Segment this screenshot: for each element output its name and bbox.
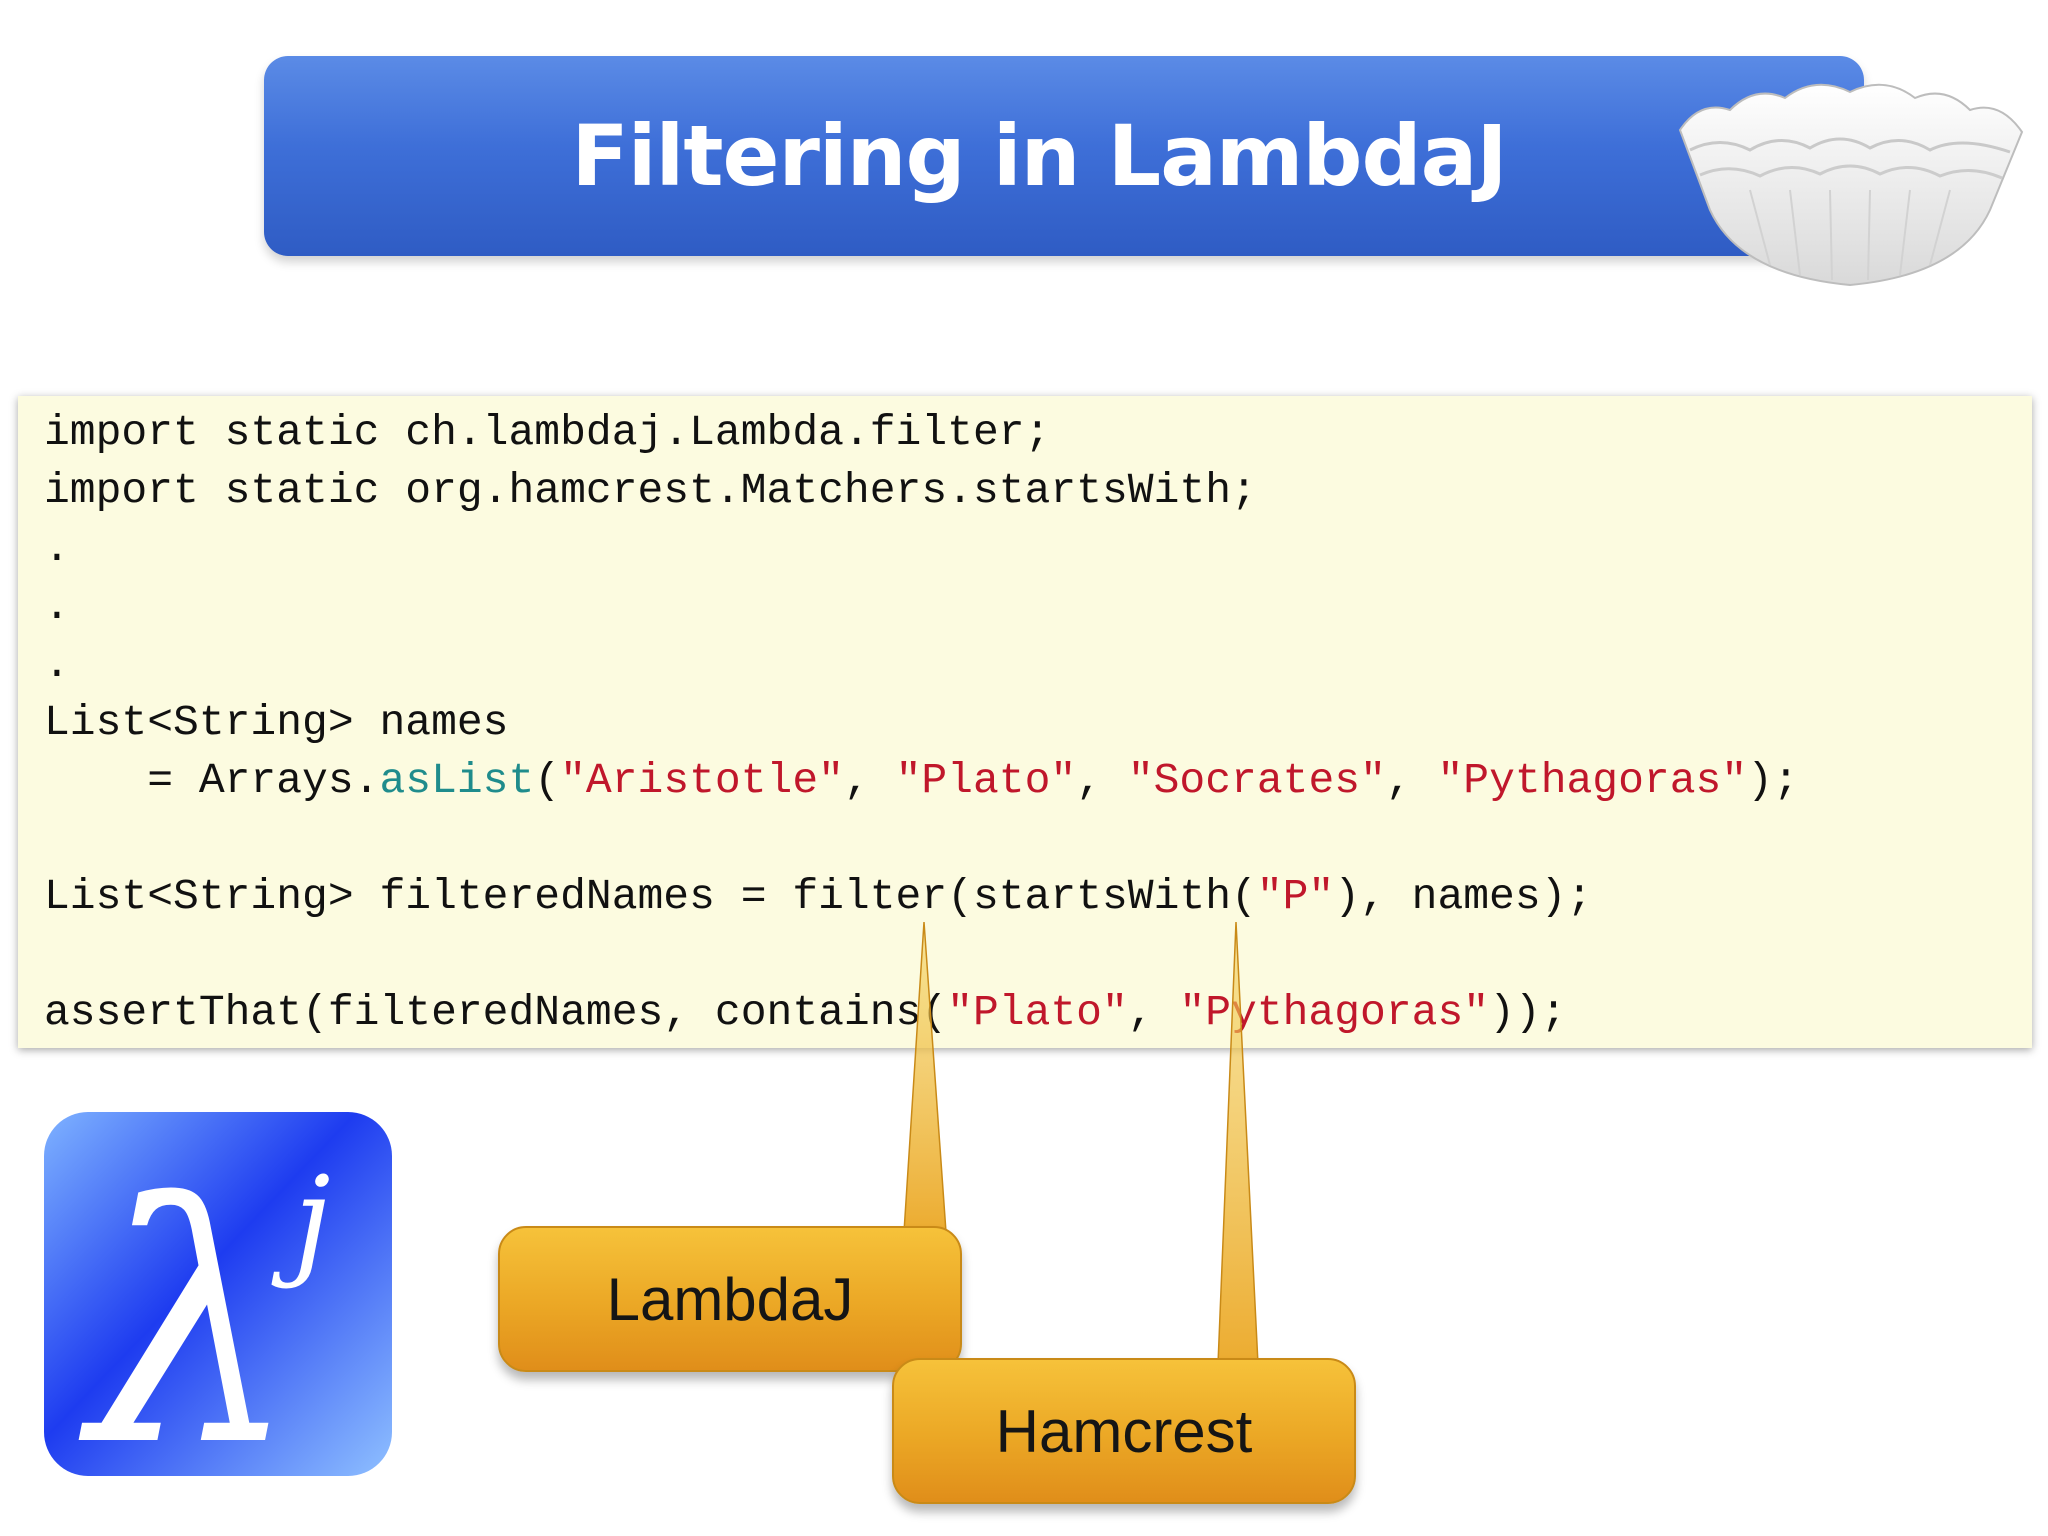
string-literal: "Aristotle" bbox=[560, 756, 844, 805]
slide-title: Filtering in LambdaJ bbox=[571, 107, 1507, 205]
code-line-aslist: = Arrays.asList("Aristotle", "Plato", "S… bbox=[44, 756, 1799, 805]
code-block: import static ch.lambdaj.Lambda.filter; … bbox=[18, 396, 2032, 1048]
title-banner bbox=[264, 56, 1864, 256]
lambdaj-logo-icon: λ j bbox=[44, 1112, 392, 1476]
code-line-names-decl: List<String> names bbox=[44, 698, 509, 747]
aslist-method: asList bbox=[379, 756, 535, 805]
code-line-filter-call: List<String> filteredNames = filter(star… bbox=[44, 872, 1593, 921]
logo-lambda-glyph: λ bbox=[74, 1134, 299, 1476]
code-line-ellipsis-dot: . bbox=[44, 582, 70, 631]
lambdaj-callout: LambdaJ bbox=[498, 1226, 962, 1372]
code-line-import-startswith: import static org.hamcrest.Matchers.star… bbox=[44, 466, 1257, 515]
code-line-import-filter: import static ch.lambdaj.Lambda.filter; bbox=[44, 408, 1051, 457]
string-literal: "Plato" bbox=[947, 988, 1128, 1037]
code-line-ellipsis-dot: . bbox=[44, 640, 70, 689]
string-literal: "Plato" bbox=[895, 756, 1077, 805]
code-line-ellipsis-dot: . bbox=[44, 524, 70, 573]
hamcrest-callout: Hamcrest bbox=[892, 1358, 1356, 1504]
string-literal: "P" bbox=[1256, 872, 1335, 921]
coffee-filter-icon bbox=[1678, 83, 2024, 287]
string-literal: "Pythagoras" bbox=[1179, 988, 1490, 1037]
string-literal: "Socrates" bbox=[1127, 756, 1386, 805]
code-line-assert: assertThat(filteredNames, contains("Plat… bbox=[44, 988, 1567, 1037]
string-literal: "Pythagoras" bbox=[1437, 756, 1748, 805]
